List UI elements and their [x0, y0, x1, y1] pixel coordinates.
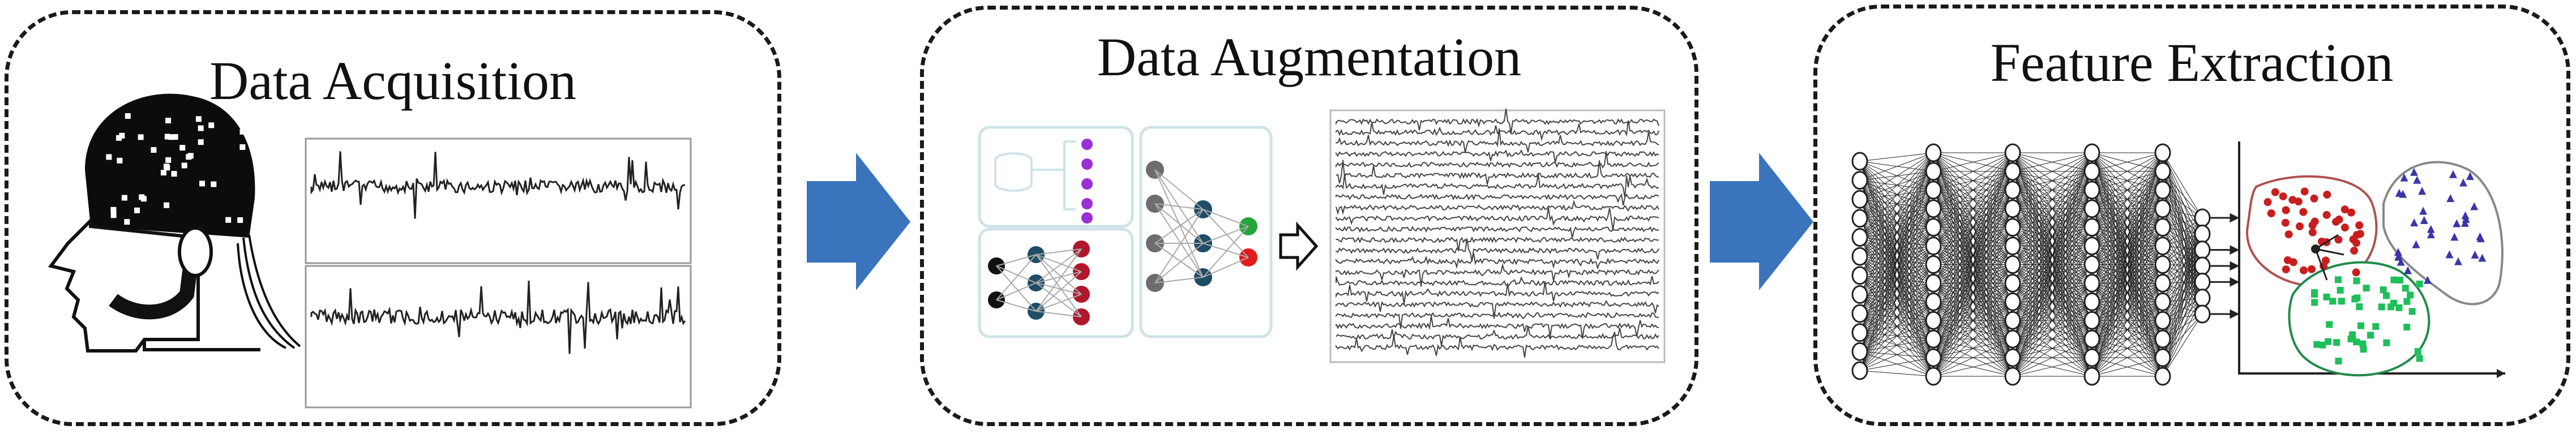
stage-title: Data Augmentation — [1097, 27, 1522, 87]
stage-title: Data Acquisition — [209, 50, 576, 111]
stage-data-augmentation: Data Augmentation — [920, 6, 1698, 426]
stage-feature-extraction: Feature Extraction — [1813, 5, 2570, 426]
stage-title: Feature Extraction — [1990, 32, 2394, 93]
stage-data-acquisition: Data Acquisition — [5, 10, 781, 426]
